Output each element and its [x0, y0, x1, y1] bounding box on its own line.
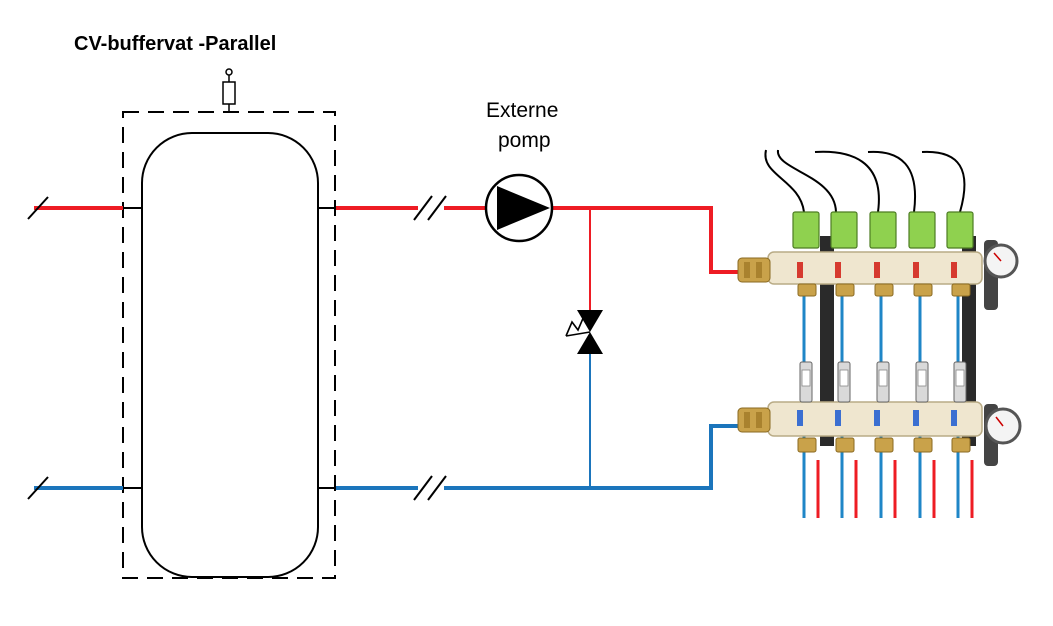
pump-label-line1: Externe — [486, 99, 558, 122]
pressure-bypass-valve-icon — [565, 310, 603, 354]
pump-label-line2: pomp — [498, 129, 551, 152]
pressure-gauge-icon — [983, 240, 1019, 310]
outlet-fitting-icon — [874, 437, 894, 453]
pipe-break-icon — [413, 475, 433, 501]
manifold-outlet-group — [946, 211, 974, 453]
manifold — [737, 149, 1022, 518]
return-inlet-coupling — [737, 407, 771, 433]
outlet-fitting-icon — [797, 283, 817, 297]
manifold-outlet-group — [830, 211, 858, 453]
valve-nut-icon — [874, 262, 880, 278]
outlet-fitting-icon — [951, 437, 971, 453]
outlet-fitting-icon — [913, 283, 933, 297]
valve-nut-icon — [835, 262, 841, 278]
manifold-outlet-group — [869, 211, 897, 453]
actuator-icon — [830, 211, 858, 249]
valve-nut-icon — [797, 410, 803, 426]
actuator-icon — [908, 211, 936, 249]
air-vent-icon — [222, 68, 236, 112]
valve-nut-icon — [951, 262, 957, 278]
actuator-icon — [869, 211, 897, 249]
outlet-fitting-icon — [874, 283, 894, 297]
pipe-break-icon — [27, 476, 49, 500]
outlet-fitting-icon — [835, 437, 855, 453]
outlet-fitting-icon — [913, 437, 933, 453]
manifold-outlet-group — [792, 211, 820, 453]
actuator-icon — [946, 211, 974, 249]
supply-inlet-coupling — [737, 257, 771, 283]
pump-icon — [484, 173, 554, 243]
actuator-icon — [792, 211, 820, 249]
buffer-tank — [141, 132, 319, 578]
valve-nut-icon — [874, 410, 880, 426]
outlet-fitting-icon — [797, 437, 817, 453]
valve-nut-icon — [951, 410, 957, 426]
actuator-cables — [764, 149, 966, 213]
valve-nut-icon — [835, 410, 841, 426]
valve-nut-icon — [913, 410, 919, 426]
outlet-fitting-icon — [951, 283, 971, 297]
pipe-break-icon — [27, 196, 49, 220]
manifold-outlet-group — [908, 211, 936, 453]
pipe-break-icon — [413, 195, 433, 221]
manifold-bracket-left — [820, 236, 834, 446]
valve-nut-icon — [913, 262, 919, 278]
pressure-gauge-icon — [984, 404, 1022, 466]
outlet-fitting-icon — [835, 283, 855, 297]
diagram-title: CV-buffervat -Parallel — [74, 33, 276, 55]
valve-nut-icon — [797, 262, 803, 278]
